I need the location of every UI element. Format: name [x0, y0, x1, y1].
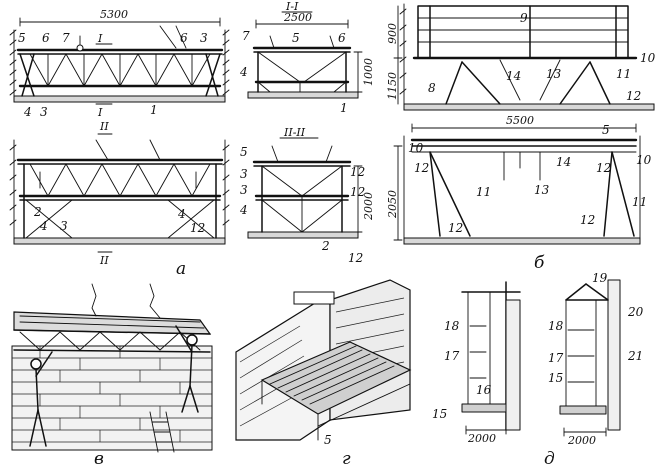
part-label: 9 [520, 11, 528, 25]
panel-a-caption: а [176, 259, 186, 279]
part-label: 13 [546, 67, 562, 81]
part-label: 5 [292, 31, 300, 45]
part-label: 11 [476, 185, 491, 199]
section-width-dimension: 2500 [283, 11, 312, 24]
panel-a-top-view: 5300 5 6 7 6 3 4 3 1 I I [9, 8, 230, 119]
panel-b-caption: б [534, 253, 545, 273]
part-label: 15 [432, 407, 447, 421]
part-label: 4 [23, 105, 32, 119]
panel-a-section-1: I-I 2500 1000 7 5 6 4 1 [239, 0, 375, 115]
panel-a-span-dimension: 5300 [100, 8, 128, 21]
part-label: 17 [548, 351, 564, 365]
panel-v-caption: в [94, 449, 104, 468]
panel-g-caption: г [342, 449, 351, 468]
section-height-dimension: 1000 [362, 58, 375, 86]
panel-b-lower-dimension: 1150 [386, 72, 399, 100]
part-label: 13 [534, 183, 550, 197]
section-mark: II [99, 254, 109, 267]
part-label: 5 [18, 31, 26, 45]
part-label: 12 [580, 213, 595, 227]
panel-v-illustration [11, 283, 213, 453]
panel-b-span-dimension: 5500 [506, 114, 534, 127]
part-label: 3 [240, 167, 248, 181]
part-label: 12 [190, 221, 205, 235]
part-label: 4 [177, 207, 186, 221]
part-label: 6 [42, 31, 50, 45]
part-label: 14 [506, 69, 521, 83]
section-height-dimension: 2000 [362, 192, 375, 221]
part-label: 18 [444, 319, 460, 333]
part-label: 10 [408, 141, 424, 155]
part-label: 12 [348, 251, 363, 265]
part-label: 19 [592, 271, 608, 285]
part-label: 15 [548, 371, 563, 385]
part-label: 1 [340, 101, 348, 115]
part-label: 5 [602, 123, 610, 137]
part-label: 4 [239, 65, 248, 79]
part-label: 3 [240, 183, 248, 197]
panel-a-bottom-view: II II 2 4 3 4 12 [9, 120, 230, 267]
part-label: 2 [321, 239, 330, 253]
part-label: 5 [324, 433, 332, 447]
panel-d-right-view: 19 20 18 17 15 21 2000 [548, 271, 644, 447]
part-label: 12 [414, 161, 429, 175]
part-label: 18 [548, 319, 564, 333]
part-label: 4 [239, 203, 248, 217]
part-label: 11 [632, 195, 647, 209]
section-title: I-I [285, 0, 299, 13]
part-label: 3 [200, 31, 208, 45]
part-label: 7 [242, 29, 250, 43]
part-label: 20 [627, 305, 644, 319]
part-label: 10 [636, 153, 652, 167]
section-mark: I [97, 106, 103, 119]
part-label: 12 [350, 165, 365, 179]
panel-b-bottom-view: 5500 2050 5 10 12 13 14 12 10 11 11 12 1… [386, 114, 652, 245]
part-label: 10 [640, 51, 656, 65]
section-mark: II [99, 120, 109, 133]
panel-b-top-view: 900 1150 9 14 13 8 11 10 12 [386, 3, 656, 111]
part-label: 16 [476, 383, 492, 397]
panel-d-left-view: 18 17 16 15 2000 [432, 281, 521, 445]
part-label: 12 [448, 221, 463, 235]
part-label: 11 [616, 67, 631, 81]
section-mark: I [97, 32, 103, 45]
part-label: 6 [338, 31, 346, 45]
panel-b-upper-dimension: 900 [386, 23, 399, 44]
part-label: 3 [60, 219, 68, 233]
panel-d-caption: д [544, 449, 555, 468]
part-label: 1 [150, 103, 158, 117]
panel-g-illustration [235, 279, 412, 441]
panel-a-section-2: II-II 2000 5 3 3 4 12 12 2 12 [239, 126, 375, 265]
part-label: 6 [180, 31, 188, 45]
part-label: 12 [596, 161, 611, 175]
part-label: 7 [62, 31, 70, 45]
part-label: 12 [626, 89, 641, 103]
section-title: II-II [283, 126, 306, 139]
part-label: 14 [556, 155, 571, 169]
part-label: 5 [240, 145, 248, 159]
part-label: 21 [627, 349, 643, 363]
panel-b-height-dimension: 2050 [386, 190, 399, 219]
part-label: 2 [33, 205, 42, 219]
part-label: 4 [39, 219, 48, 233]
panel-d-right-width-dimension: 2000 [567, 434, 596, 447]
part-label: 3 [40, 105, 48, 119]
panel-d-left-width-dimension: 2000 [467, 432, 496, 445]
part-label: 12 [350, 185, 365, 199]
part-label: 8 [428, 81, 436, 95]
part-label: 17 [444, 349, 460, 363]
